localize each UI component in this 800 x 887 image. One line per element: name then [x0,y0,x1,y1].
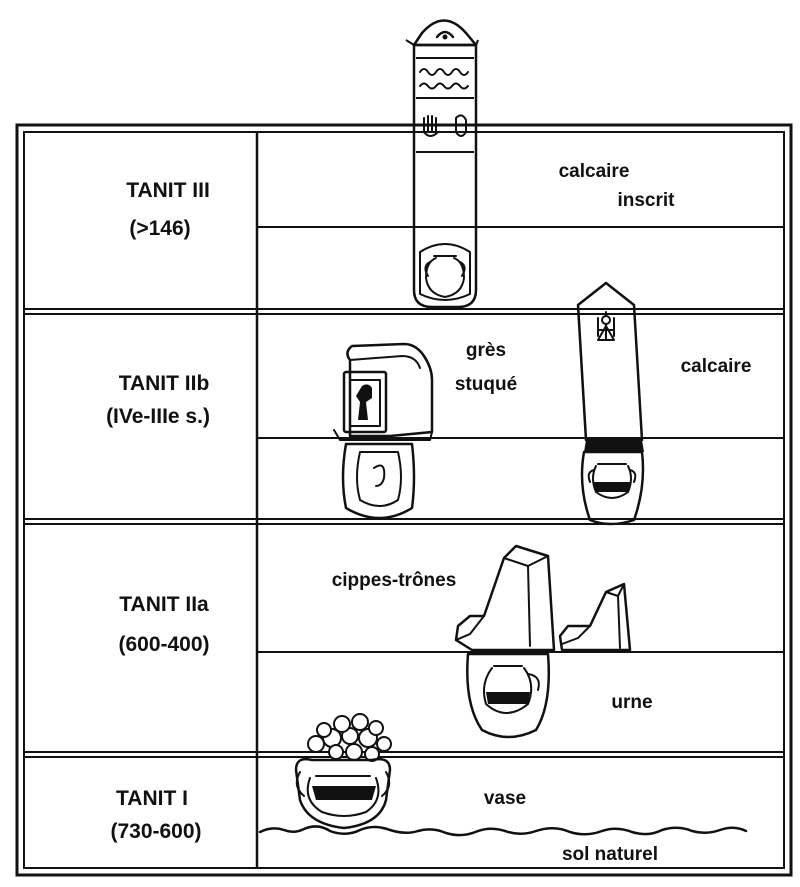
period-name-tanit-iii: TANIT III [126,179,210,202]
row-separators [24,308,784,758]
vase-with-stones [294,713,392,830]
cippes-trones [454,544,632,739]
label-calcaire: calcaire [681,356,752,377]
label-urne: urne [611,692,652,713]
label-vase: vase [484,788,526,809]
period-date-tanit-i: (730-600) [110,820,201,843]
obelisk-calcaire [576,281,645,526]
period-name-tanit-iia: TANIT IIa [119,593,209,616]
period-name-tanit-i: TANIT I [116,787,188,810]
label-calcaire-inscrit-line2: inscrit [617,190,675,211]
label-gres: grès [466,340,506,361]
label-calcaire-inscrit-line1: calcaire [559,161,630,182]
sublevel-separators [257,226,784,653]
period-date-tanit-iia: (600-400) [118,633,209,656]
inner-frame [23,131,785,869]
label-sol-naturel: sol naturel [562,844,658,865]
label-cippes-trones: cippes-trônes [332,570,457,591]
period-date-tanit-iii: (>146) [129,217,190,240]
outer-frame [15,123,793,877]
cippus-gres-stuque [333,342,434,520]
natural-soil-line [258,825,748,837]
label-stuque: stuqué [455,374,517,395]
period-name-tanit-iib: TANIT IIb [119,372,210,395]
period-date-tanit-iib: (IVe-IIIe s.) [106,405,210,428]
stele-calcaire-inscrit [405,19,479,309]
